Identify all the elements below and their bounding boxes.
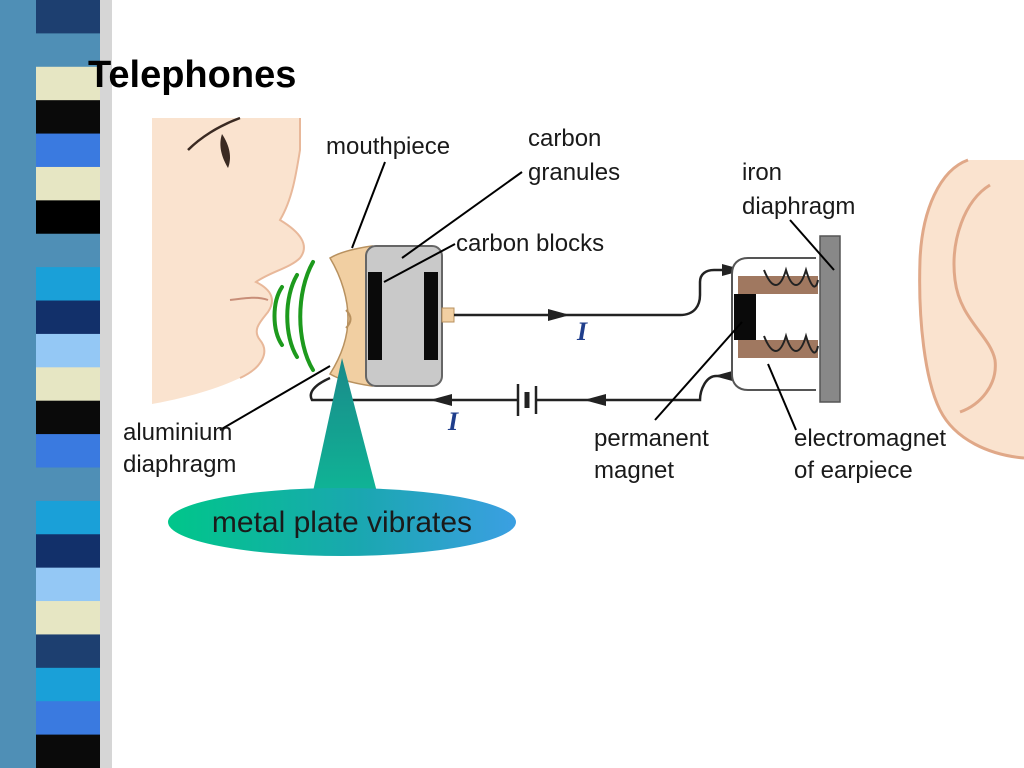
face-background bbox=[152, 118, 304, 404]
label-carbon-granules-1: carbon bbox=[528, 125, 601, 152]
stripe-block bbox=[36, 0, 100, 34]
stripe-block bbox=[36, 434, 100, 468]
arrow-earpiece-bottom bbox=[714, 370, 736, 382]
coil-windings bbox=[763, 266, 819, 354]
label-electromagnet-1: electromagnet bbox=[794, 425, 946, 452]
face-profile bbox=[239, 118, 305, 379]
aluminium-diaphragm bbox=[345, 309, 352, 329]
stripe-block bbox=[36, 367, 100, 402]
terminal bbox=[441, 307, 455, 323]
stripe-block bbox=[36, 701, 100, 736]
ear-inner-curve bbox=[952, 183, 997, 414]
leader-iron-diaphragm bbox=[789, 219, 835, 271]
stripe-block bbox=[36, 100, 100, 135]
eye-icon bbox=[220, 134, 230, 168]
stripe-block bbox=[36, 66, 100, 101]
iron-diaphragm bbox=[819, 235, 841, 403]
stripe-block bbox=[36, 133, 100, 168]
callout-oval bbox=[168, 488, 516, 556]
leader-aluminium-diaphragm bbox=[219, 365, 331, 431]
label-carbon-blocks: carbon blocks bbox=[456, 230, 604, 257]
leader-electromagnet bbox=[767, 363, 797, 431]
eyebrow bbox=[187, 116, 241, 151]
arrow-right-battery bbox=[584, 394, 606, 406]
stripe-block bbox=[36, 467, 100, 502]
stripe-block bbox=[36, 400, 100, 435]
callout-text: metal plate vibrates bbox=[212, 506, 472, 539]
mouth-line bbox=[229, 296, 269, 301]
label-iron-diaphragm-1: iron bbox=[742, 159, 782, 186]
leader-permanent-magnet bbox=[654, 321, 743, 421]
label-mouthpiece: mouthpiece bbox=[326, 133, 450, 160]
label-carbon-granules-2: granules bbox=[528, 159, 620, 186]
stripe-block bbox=[36, 33, 100, 68]
stripe-block bbox=[36, 333, 100, 368]
stripe-block bbox=[36, 734, 100, 768]
leader-mouthpiece bbox=[351, 161, 386, 249]
stripe-block bbox=[36, 200, 100, 235]
arrow-left-top bbox=[548, 309, 570, 321]
top-wire bbox=[454, 268, 752, 317]
arrow-right-bottom bbox=[430, 394, 452, 406]
stripe-block bbox=[36, 601, 100, 635]
leader-carbon-blocks bbox=[383, 243, 456, 283]
stripe-block bbox=[36, 500, 100, 535]
stripe-block bbox=[36, 534, 100, 569]
carbon-block-left bbox=[368, 272, 382, 360]
battery-icon bbox=[516, 384, 538, 416]
coil-core-bottom bbox=[738, 340, 818, 358]
leader-carbon-granules bbox=[401, 171, 523, 259]
stripe-block bbox=[36, 567, 100, 602]
ear-outline bbox=[918, 158, 1024, 460]
callout-pointer bbox=[312, 358, 378, 496]
stripe-block bbox=[36, 267, 100, 302]
current-label-bottom: I bbox=[447, 407, 459, 436]
decorative-stripe bbox=[0, 0, 112, 768]
label-permanent-magnet-2: magnet bbox=[594, 457, 674, 484]
label-permanent-magnet-1: permanent bbox=[594, 425, 709, 452]
stripe-block bbox=[36, 634, 100, 669]
stripe-block bbox=[36, 667, 100, 702]
stripe-block bbox=[36, 300, 100, 335]
ear-background bbox=[919, 160, 1024, 458]
stripe-block bbox=[36, 166, 100, 201]
label-electromagnet-2: of earpiece bbox=[794, 457, 913, 484]
permanent-magnet bbox=[734, 294, 756, 340]
stripe-block bbox=[36, 233, 100, 268]
carbon-block-right bbox=[424, 272, 438, 360]
sound-waves-icon bbox=[272, 260, 315, 372]
label-iron-diaphragm-2: diaphragm bbox=[742, 193, 855, 220]
label-aluminium-diaphragm-2: diaphragm bbox=[123, 451, 236, 478]
current-label-top: I bbox=[576, 317, 588, 346]
label-aluminium-diaphragm-1: aluminium bbox=[123, 419, 232, 446]
slide-title: Telephones bbox=[88, 54, 297, 96]
